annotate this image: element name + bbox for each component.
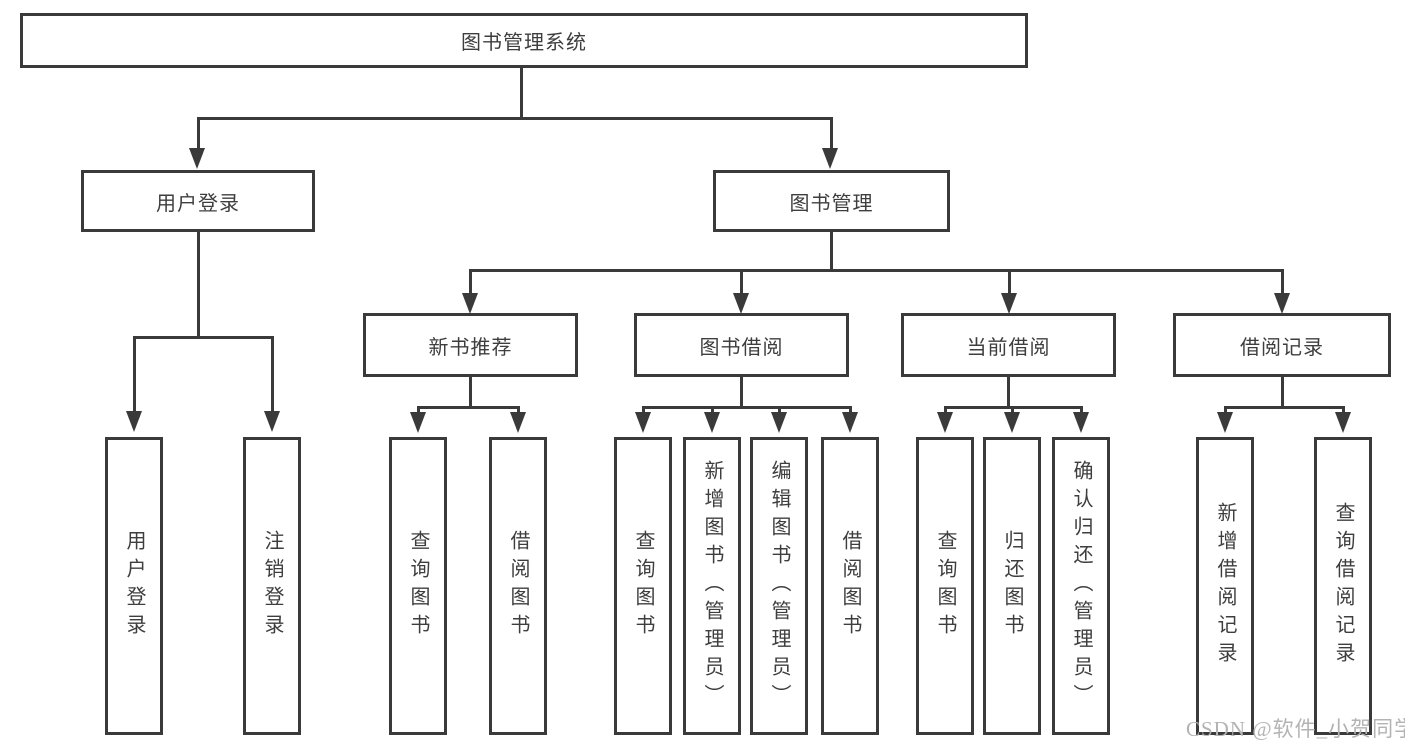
arrowhead-query-books-3-icon <box>937 412 953 433</box>
watermark: CSDN @软件_小贺同学 <box>1186 717 1405 741</box>
arrowhead-query-borrow-record-icon <box>1335 412 1351 433</box>
arrowhead-query-books-2-icon <box>635 412 651 433</box>
edge-book-borrowing-horizontal <box>642 406 851 409</box>
node-new-book-recommend: 新书推荐 <box>363 313 578 377</box>
arrowhead-edit-book-icon <box>771 412 787 433</box>
arrowhead-confirm-return-icon <box>1073 412 1089 433</box>
edge-borrowing-records-horizontal <box>1224 406 1345 409</box>
edge-stem-new-book <box>469 269 472 295</box>
arrowhead-leaf-logout-icon <box>264 411 280 432</box>
node-book-borrowing: 图书借阅 <box>634 313 849 377</box>
arrowhead-current-borrowing-icon <box>1001 293 1017 314</box>
edge-book-management-vertical <box>830 232 833 272</box>
edge-stem-borrowing-records <box>1281 269 1284 295</box>
node-book-management-label: 图书管理 <box>789 192 874 215</box>
edge-stem-leaf-logout <box>271 336 274 413</box>
arrowhead-borrow-books-2-icon <box>842 412 858 433</box>
node-library-system: 图书管理系统 <box>20 13 1028 68</box>
edge-user-login-vertical <box>197 232 200 339</box>
leaf-add-borrow-record: 新增借阅记录 <box>1196 437 1254 735</box>
leaf-add-borrow-record-label: 新增借阅记录 <box>1214 502 1236 670</box>
leaf-query-borrow-record-label: 查询借阅记录 <box>1332 502 1354 670</box>
arrowhead-borrowing-records-icon <box>1274 293 1290 314</box>
leaf-query-borrow-record: 查询借阅记录 <box>1314 437 1372 735</box>
edge-stem-return-books <box>1011 406 1014 415</box>
leaf-logout-label: 注销登录 <box>261 530 283 642</box>
edge-stem-book-management <box>830 117 833 149</box>
node-current-borrowing: 当前借阅 <box>901 313 1116 377</box>
leaf-confirm-return-admin-label: 确认归还（管理员） <box>1070 460 1092 712</box>
edge-stem-query-books-2 <box>642 406 645 415</box>
edge-stem-current-borrowing <box>1008 269 1011 295</box>
leaf-user-login-label: 用户登录 <box>123 530 145 642</box>
edge-stem-query-books-1 <box>417 406 420 415</box>
edge-stem-book-borrowing <box>740 269 743 295</box>
edge-book-borrowing-vertical2 <box>740 377 743 407</box>
leaf-edit-book-admin-label: 编辑图书（管理员） <box>768 460 790 712</box>
arrowhead-leaf-user-login-icon <box>126 411 142 432</box>
node-book-borrowing-label: 图书借阅 <box>699 336 784 359</box>
node-new-book-recommend-label: 新书推荐 <box>428 336 513 359</box>
leaf-borrow-books-1: 借阅图书 <box>489 437 547 735</box>
arrowhead-book-borrowing-icon <box>733 293 749 314</box>
leaf-add-book-admin: 新增图书（管理员） <box>683 437 741 735</box>
edge-stem-confirm-return <box>1080 406 1083 415</box>
leaf-user-login: 用户登录 <box>105 437 163 735</box>
node-library-system-label: 图书管理系统 <box>461 32 587 54</box>
leaf-borrow-books-2-label: 借阅图书 <box>839 530 861 642</box>
arrowhead-user-login-icon <box>189 148 205 169</box>
node-borrowing-records: 借阅记录 <box>1173 313 1391 377</box>
leaf-query-books-3: 查询图书 <box>916 437 974 735</box>
arrowhead-query-books-1-icon <box>410 412 426 433</box>
leaf-edit-book-admin: 编辑图书（管理员） <box>750 437 808 735</box>
leaf-logout: 注销登录 <box>243 437 301 735</box>
edge-stem-query-borrow-record <box>1342 406 1345 415</box>
arrowhead-add-borrow-record-icon <box>1217 412 1233 433</box>
node-borrowing-records-label: 借阅记录 <box>1240 336 1324 359</box>
edge-new-book-horizontal <box>417 406 520 409</box>
leaf-add-book-admin-label: 新增图书（管理员） <box>701 460 723 712</box>
edge-stem-leaf-user-login <box>133 336 136 413</box>
edge-stem-borrow-books-1 <box>517 406 520 415</box>
arrowhead-borrow-books-1-icon <box>510 412 526 433</box>
arrowhead-return-books-icon <box>1004 412 1020 433</box>
edge-stem-user-login <box>197 117 200 149</box>
edge-user-login-horizontal <box>133 336 274 339</box>
edge-stem-add-borrow-record <box>1224 406 1227 415</box>
leaf-return-books: 归还图书 <box>983 437 1041 735</box>
leaf-query-books-2: 查询图书 <box>614 437 672 735</box>
edge-stem-query-books-3 <box>944 406 947 415</box>
node-book-management: 图书管理 <box>713 170 950 232</box>
edge-book-management-horizontal <box>469 269 1284 272</box>
leaf-query-books-1-label: 查询图书 <box>407 530 429 642</box>
edge-stem-add-book <box>711 406 714 415</box>
leaf-confirm-return-admin: 确认归还（管理员） <box>1052 437 1110 735</box>
node-user-login-label: 用户登录 <box>156 192 240 215</box>
leaf-query-books-2-label: 查询图书 <box>632 530 654 642</box>
node-user-login: 用户登录 <box>81 170 315 232</box>
edge-new-book-vertical <box>469 377 472 407</box>
node-current-borrowing-label: 当前借阅 <box>966 336 1051 359</box>
leaf-return-books-label: 归还图书 <box>1001 530 1023 642</box>
edge-current-borrowing-vertical2 <box>1007 377 1010 407</box>
leaf-query-books-3-label: 查询图书 <box>934 530 956 642</box>
edge-root-vertical <box>520 68 523 118</box>
edge-stem-borrow-books-2 <box>849 406 852 415</box>
leaf-borrow-books-2: 借阅图书 <box>821 437 879 735</box>
edge-borrowing-records-vertical2 <box>1281 377 1284 407</box>
arrowhead-new-book-icon <box>462 293 478 314</box>
arrowhead-book-management-icon <box>822 148 838 169</box>
arrowhead-add-book-icon <box>704 412 720 433</box>
leaf-query-books-1: 查询图书 <box>389 437 447 735</box>
edge-root-horizontal <box>197 117 833 120</box>
leaf-borrow-books-1-label: 借阅图书 <box>507 530 529 642</box>
edge-stem-edit-book <box>778 406 781 415</box>
